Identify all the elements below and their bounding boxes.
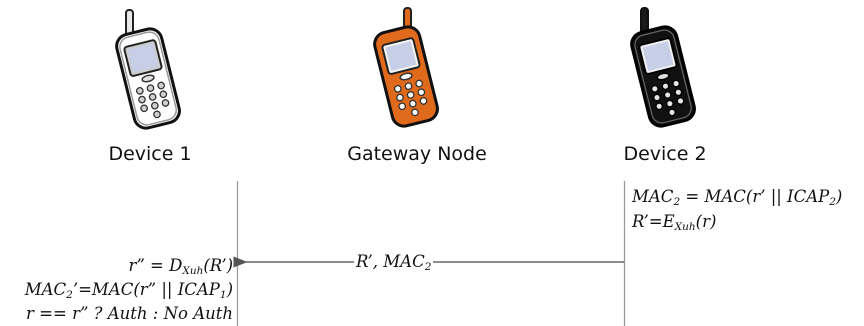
message-label: R’, MAC2 [354, 251, 434, 273]
white-mobile-phone-icon [115, 9, 181, 130]
orange-mobile-phone-icon [373, 7, 439, 128]
device1-mac-equation: MAC2’=MAC(r” || ICAP1) [24, 280, 233, 301]
device2-label: Device 2 [623, 143, 707, 165]
device1-decryption-equation: r” = DXuh(R’) [128, 256, 233, 277]
device1-label: Device 1 [108, 143, 192, 165]
black-mobile-phone-icon [630, 7, 696, 128]
gateway-node-label: Gateway Node [347, 143, 487, 165]
device2-encryption-equation: R’=EXuh(r) [632, 212, 717, 233]
device2-mac-equation: MAC2 = MAC(r’ || ICAP2) [632, 187, 843, 208]
device1-auth-check: r == r” ? Auth : No Auth [26, 304, 233, 323]
